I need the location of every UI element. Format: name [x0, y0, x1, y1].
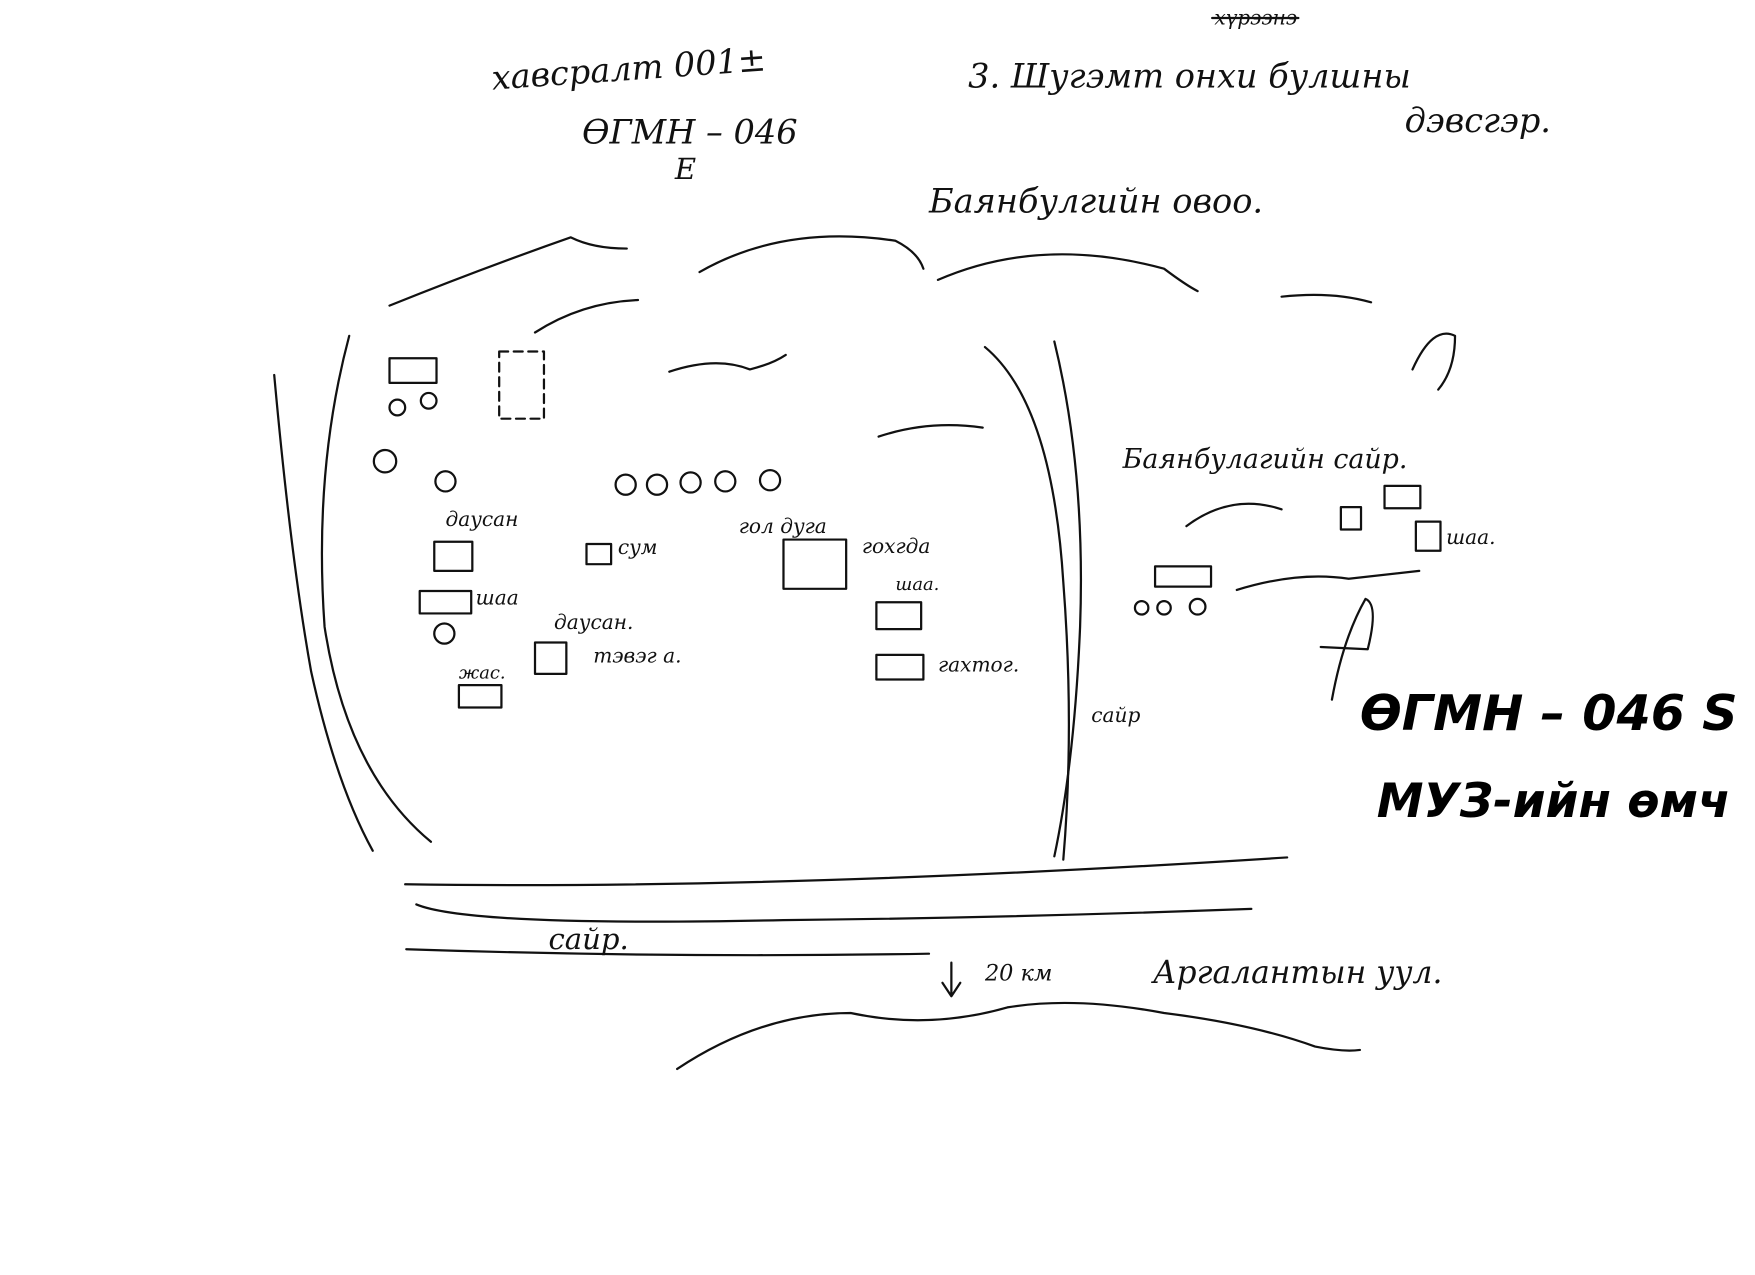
label-sum: сум — [618, 535, 658, 559]
label-tevag: тэвэг а. — [593, 644, 681, 668]
label-gol-duga: гол дуга — [739, 514, 827, 538]
dry-river-mid-label: сайр — [1091, 703, 1140, 727]
stamp-code: ӨГМН – 046 S — [1360, 684, 1738, 742]
mountain-south-label: Аргалантын уул. — [1151, 955, 1443, 991]
annex-label: хавсралт 001± — [490, 40, 767, 98]
dry-river-right-label: Баянбулагийн сайр. — [1122, 444, 1408, 475]
terrain-lines — [273, 235, 1457, 1071]
label-dausan-2: даусан. — [554, 610, 633, 634]
site-code-label: ӨГМН – 046 — [582, 112, 798, 151]
label-shaa-3: шаа. — [1446, 525, 1495, 549]
distance-label: 20 км — [984, 961, 1052, 987]
note-line1: 3. Шугэмт онхи булшны — [968, 56, 1411, 95]
label-gakhtog: гахтог. — [938, 653, 1019, 677]
site-symbols — [372, 350, 1442, 998]
letter-label: E — [674, 152, 696, 186]
mountain-north-label: Баянбулгийн овоо. — [928, 182, 1263, 221]
label-dausan-1: даусан — [445, 507, 518, 531]
dry-river-bottom-label: сайр. — [548, 922, 628, 956]
label-gokhgda: гохгда — [862, 534, 931, 558]
label-shaa-2: шаа. — [895, 574, 939, 595]
note-line2: дэвсгэр. — [1405, 101, 1551, 140]
label-shaa-1: шаа — [476, 585, 519, 609]
stamp-owner: МУЗ-ийн өмч — [1377, 774, 1731, 829]
label-zhas: жас. — [459, 662, 506, 683]
